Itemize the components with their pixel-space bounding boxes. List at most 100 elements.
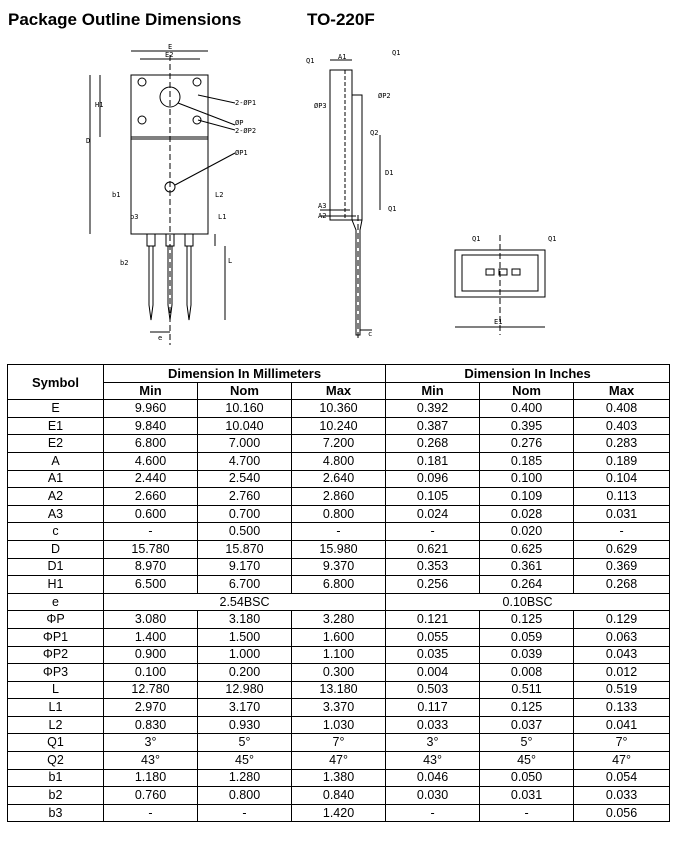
value-cell: 0.256 [385, 575, 481, 594]
value-cell: 0.264 [479, 575, 575, 594]
value-cell: 9.170 [197, 557, 292, 577]
dim-label-p: ØP [235, 119, 243, 127]
package-name: TO-220F [307, 10, 375, 29]
value-cell: 45° [197, 751, 292, 770]
value-cell: 0.063 [573, 627, 671, 647]
value-cell: 3° [103, 733, 198, 753]
value-cell: 0.403 [573, 416, 671, 436]
symbol-cell: E [7, 399, 104, 418]
bottom-label-e1: E1 [494, 318, 502, 326]
side-label-q2: Q2 [370, 129, 378, 137]
value-cell: 2.54BSC [102, 592, 387, 612]
value-cell: 5° [479, 733, 575, 753]
value-cell: 0.268 [573, 575, 671, 594]
value-cell: 0.033 [385, 715, 481, 735]
value-cell: 0.625 [479, 539, 575, 559]
value-cell: 0.008 [479, 663, 575, 682]
side-label-d1: D1 [385, 169, 393, 177]
package-outline-drawing: E E2 H1 D 2-ØP1 ØP 2-ØP2 ØP1 b1 L2 b3 L1… [86, 43, 556, 345]
value-cell: 0.100 [479, 469, 575, 489]
page-title: Package Outline Dimensions [8, 10, 242, 29]
value-cell: 1.400 [103, 627, 198, 647]
dim-label-b2: b2 [120, 259, 128, 267]
value-cell: 0.181 [385, 451, 481, 471]
value-cell: - [479, 803, 575, 823]
side-label-q1-bottom: Q1 [388, 205, 396, 213]
value-cell: - [103, 803, 198, 823]
value-cell: 6.700 [197, 575, 292, 594]
value-cell: 0.10BSC [385, 592, 671, 612]
dim-label-h1: H1 [95, 101, 103, 109]
value-cell: 0.395 [479, 416, 575, 436]
value-cell: 15.780 [103, 539, 198, 559]
value-cell: 7.000 [197, 434, 292, 453]
value-cell: 0.189 [573, 451, 671, 471]
value-cell: 0.133 [573, 698, 671, 717]
value-cell: 4.700 [197, 451, 292, 471]
dim-label-e2: E2 [165, 51, 173, 59]
value-cell: 1.100 [290, 645, 387, 665]
value-cell: 2.540 [197, 469, 292, 489]
value-cell: 1.280 [197, 768, 292, 788]
side-label-a2: A2 [318, 212, 326, 220]
value-cell: 2.440 [103, 469, 198, 489]
value-cell: 0.055 [385, 627, 481, 647]
symbol-cell: b1 [7, 768, 104, 788]
symbol-cell: ΦP2 [7, 645, 104, 665]
side-label-a3: A3 [318, 202, 326, 210]
value-cell: - [290, 522, 387, 541]
value-cell: 9.960 [103, 399, 198, 418]
symbol-cell: Q1 [7, 733, 104, 753]
symbol-cell: b2 [7, 786, 104, 805]
symbol-cell: L [7, 680, 104, 700]
symbol-cell: D1 [7, 557, 104, 577]
value-cell: 0.283 [573, 434, 671, 453]
value-cell: 0.300 [290, 663, 387, 682]
value-cell: 10.160 [197, 399, 292, 418]
symbol-header: Symbol [7, 363, 104, 401]
in-min-header: Min [385, 381, 481, 401]
symbol-cell: A [7, 451, 104, 471]
dim-label-l: L [228, 257, 232, 265]
mm-max-header: Max [290, 381, 387, 401]
symbol-cell: Q2 [7, 751, 104, 770]
bottom-view [454, 235, 546, 335]
symbol-cell: L1 [7, 698, 104, 717]
dim-label-e: E [168, 43, 172, 51]
value-cell: 0.104 [573, 469, 671, 489]
dim-label-d: D [86, 137, 90, 145]
value-cell: 0.033 [573, 786, 671, 805]
side-view [320, 59, 381, 340]
symbol-cell: ΦP [7, 610, 104, 629]
value-cell: 0.031 [479, 786, 575, 805]
value-cell: 0.500 [197, 522, 292, 541]
value-cell: 0.121 [385, 610, 481, 629]
value-cell: 3.170 [197, 698, 292, 717]
inches-header: Dimension In Inches [385, 364, 671, 383]
value-cell: 0.028 [479, 504, 575, 524]
in-max-header: Max [573, 381, 671, 401]
value-cell: 15.870 [197, 539, 292, 559]
side-label-q1: Q1 [306, 57, 314, 65]
value-cell: 0.800 [197, 786, 292, 805]
value-cell: 0.200 [197, 663, 292, 682]
value-cell: 0.600 [103, 504, 198, 524]
value-cell: 6.800 [290, 575, 387, 594]
value-cell: - [385, 522, 481, 541]
value-cell: 0.511 [479, 680, 575, 700]
value-cell: 10.360 [290, 399, 387, 418]
symbol-cell: E2 [7, 434, 104, 453]
value-cell: 3.080 [103, 610, 198, 629]
value-cell: 0.024 [385, 504, 481, 524]
value-cell: - [103, 522, 198, 541]
value-cell: 0.043 [573, 645, 671, 665]
value-cell: 12.980 [197, 680, 292, 700]
